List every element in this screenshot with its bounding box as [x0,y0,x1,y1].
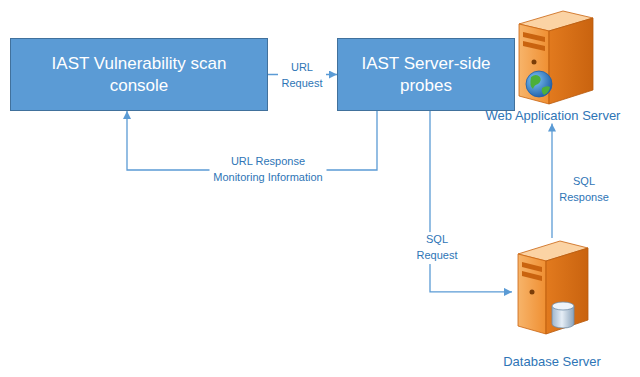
server-label: Database Server [501,354,603,370]
connector-label: URL Request [278,60,326,92]
globe [526,71,552,97]
server-node: Database Server [501,238,603,370]
tower-front [518,254,546,334]
connector-label: SQL Response [556,174,613,206]
globe-land [542,86,550,95]
drive-slot [523,41,545,51]
process-box: IAST Vulnerability scan console [10,38,268,111]
server-node: Web Application Server [484,8,623,124]
power-button [530,290,535,295]
tower-side [549,18,593,104]
globe-land [530,75,540,89]
tower-side [546,248,588,334]
database-cylinder-top [552,302,574,310]
drive-slot [522,262,542,272]
process-box: IAST Server-side probes [337,38,515,111]
connector-label: URL Response Monitoring Information [210,154,327,186]
connector [430,111,512,292]
database-server-icon [512,238,592,336]
drive-slot [523,32,545,42]
web-server-icon [509,8,597,106]
box-label: IAST Server-side probes [353,53,500,96]
power-button [532,60,537,65]
drive-slot [522,271,542,281]
server-label: Web Application Server [484,108,623,124]
box-label: IAST Vulnerability scan console [40,53,239,96]
connector [551,124,552,238]
connector-label: SQL Request [413,232,461,264]
